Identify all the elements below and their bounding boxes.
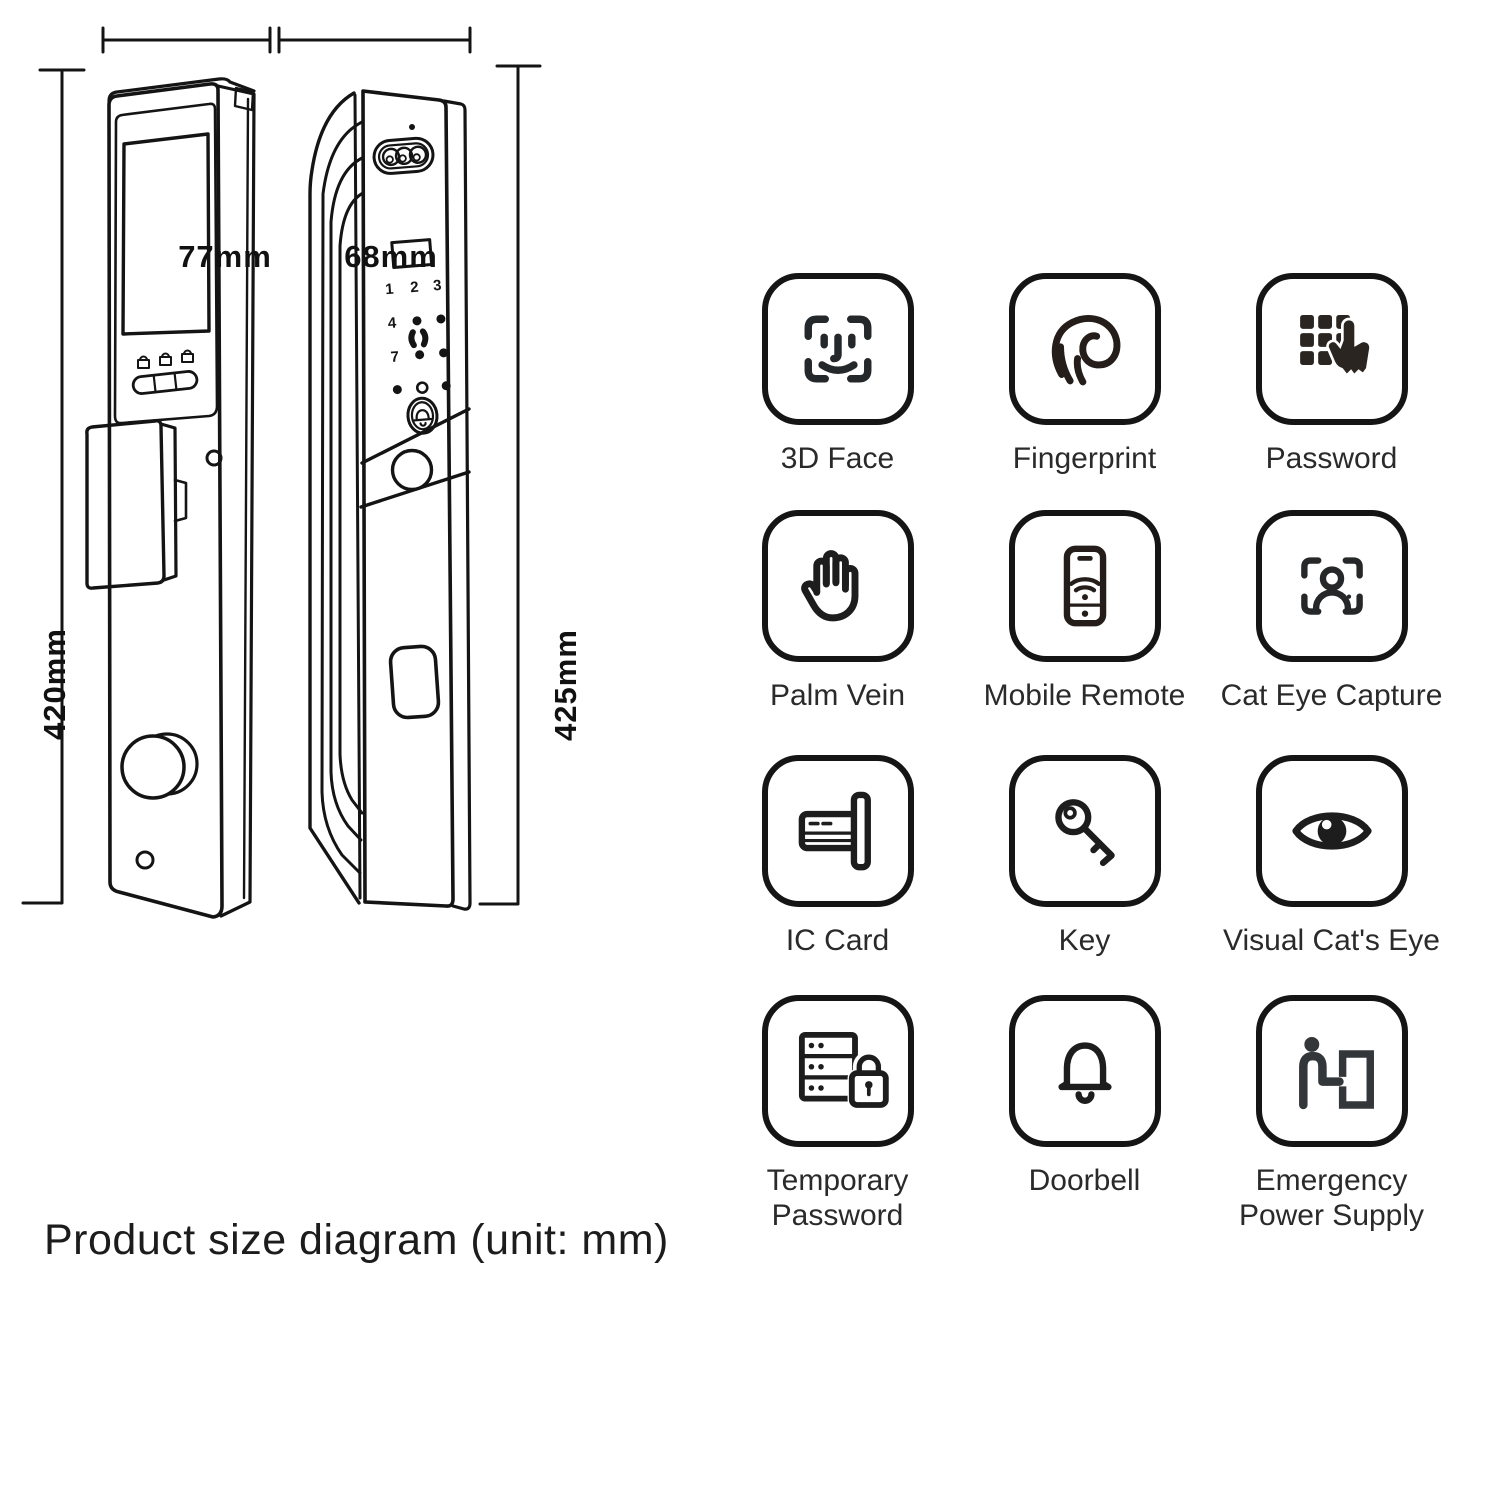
feature-label: Fingerprint xyxy=(1012,442,1157,475)
feature-row-1: 3D Face Fingerprint xyxy=(714,273,1455,476)
dimension-side-width: 68mm xyxy=(344,239,438,274)
keypad: 1 2 3 4 7 xyxy=(385,277,451,395)
dimension-side-height: 425mm xyxy=(548,629,583,741)
feature-label: Password xyxy=(1265,442,1398,475)
front-panel-drawing: 1 2 3 4 7 xyxy=(308,89,472,911)
lock-size-diagram: 1 2 3 4 7 xyxy=(21,26,542,919)
feature-label: Mobile Remote xyxy=(983,679,1186,712)
svg-text:4: 4 xyxy=(387,314,397,332)
cat-eye-capture-icon xyxy=(1255,510,1408,662)
back-panel-drawing xyxy=(85,77,256,919)
feature-visual-cats-eye: Visual Cat's Eye xyxy=(1208,755,1455,958)
feature-cat-eye-capture: Cat Eye Capture xyxy=(1208,510,1455,713)
button-bar xyxy=(131,370,199,395)
feature-palm-vein: Palm Vein xyxy=(714,510,961,713)
feature-label: Emergency Power Supply xyxy=(1238,1164,1425,1233)
thumb-turn-knob xyxy=(120,732,199,800)
feature-key: Key xyxy=(961,755,1208,958)
feature-password: Password xyxy=(1208,273,1455,476)
indicator-icons xyxy=(137,349,194,369)
temporary-password-icon xyxy=(761,995,914,1147)
dimension-lines xyxy=(21,26,542,906)
dimension-front-width: 77mm xyxy=(178,239,272,274)
feature-label: 3D Face xyxy=(780,442,895,475)
screen xyxy=(121,132,211,336)
fingerprint-sensor xyxy=(408,328,429,349)
keypad-zero xyxy=(415,381,429,394)
feature-label: IC Card xyxy=(785,924,890,957)
feature-doorbell: Doorbell xyxy=(961,995,1208,1234)
status-display xyxy=(390,238,434,270)
key-icon xyxy=(1008,755,1161,907)
doorbell-icon xyxy=(1008,995,1161,1147)
feature-ic-card: IC Card xyxy=(714,755,961,958)
svg-text:7: 7 xyxy=(390,348,400,366)
feature-row-2: Palm Vein Mobile Remote xyxy=(714,510,1455,713)
feature-mobile-remote: Mobile Remote xyxy=(961,510,1208,713)
feature-temporary-password: Temporary Password xyxy=(714,995,961,1234)
feature-emergency-power: Emergency Power Supply xyxy=(1208,995,1455,1234)
mobile-remote-icon xyxy=(1008,510,1161,662)
feature-label: Palm Vein xyxy=(769,679,906,712)
feature-label: Key xyxy=(1058,924,1111,957)
fingerprint-icon xyxy=(1008,273,1161,425)
feature-row-4: Temporary Password Doorbell Emergency Po… xyxy=(714,995,1455,1234)
feature-label: Visual Cat's Eye xyxy=(1223,924,1440,957)
feature-fingerprint: Fingerprint xyxy=(961,273,1208,476)
handle-hub xyxy=(390,448,434,492)
face-id-icon xyxy=(761,273,914,425)
key-cover xyxy=(388,644,441,720)
feature-label: Cat Eye Capture xyxy=(1220,679,1443,712)
palm-icon xyxy=(761,510,914,662)
bottom-hole xyxy=(135,850,155,870)
svg-text:3: 3 xyxy=(432,277,442,295)
emergency-power-icon xyxy=(1255,995,1408,1147)
svg-text:1: 1 xyxy=(385,281,395,299)
svg-text:2: 2 xyxy=(410,279,420,297)
battery-cover xyxy=(85,419,188,590)
feature-row-3: IC Card Key Visual Cat's Ey xyxy=(714,755,1455,958)
diagram-caption: Product size diagram (unit: mm) xyxy=(44,1216,669,1264)
ic-card-icon xyxy=(761,755,914,907)
screw-hole xyxy=(205,449,223,467)
dimension-front-height: 420mm xyxy=(37,628,72,740)
feature-label: Temporary Password xyxy=(766,1164,909,1233)
camera-module xyxy=(372,136,435,175)
visual-cats-eye-icon xyxy=(1255,755,1408,907)
sensor-dot xyxy=(409,124,415,130)
keypad-password-icon xyxy=(1255,273,1408,425)
feature-label: Doorbell xyxy=(1028,1164,1141,1197)
feature-3d-face: 3D Face xyxy=(714,273,961,476)
